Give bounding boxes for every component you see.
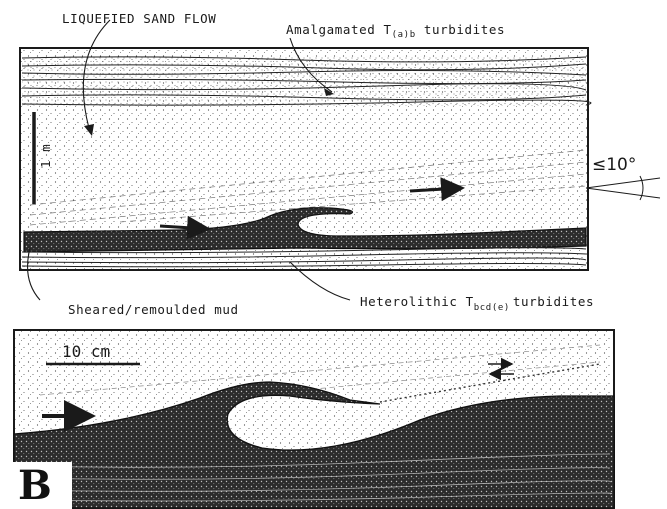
amalgamated-turbidites-label: Amalgamated T(a)b turbidites <box>286 22 505 40</box>
sheared-mud-label: Sheared/remoulded mud <box>68 302 239 317</box>
amalgamated-dense-band <box>22 56 586 106</box>
heterolithic-turbidites-label: Heterolithic Tbcd(e)turbidites <box>360 294 594 313</box>
angle-indicator <box>586 176 660 200</box>
scale-label-10cm: 10 cm <box>62 342 110 361</box>
panel-a: ≤10° 1 m LIQUEFIED SAND FLOW Amalgamated… <box>20 11 660 317</box>
scale-label-1m: 1 m <box>38 144 53 168</box>
liquefied-sand-flow-label: LIQUEFIED SAND FLOW <box>62 11 216 26</box>
panel-letter-b: B <box>0 462 72 509</box>
panel-b: 10 cm <box>14 330 614 508</box>
angle-label: ≤10° <box>592 155 636 175</box>
